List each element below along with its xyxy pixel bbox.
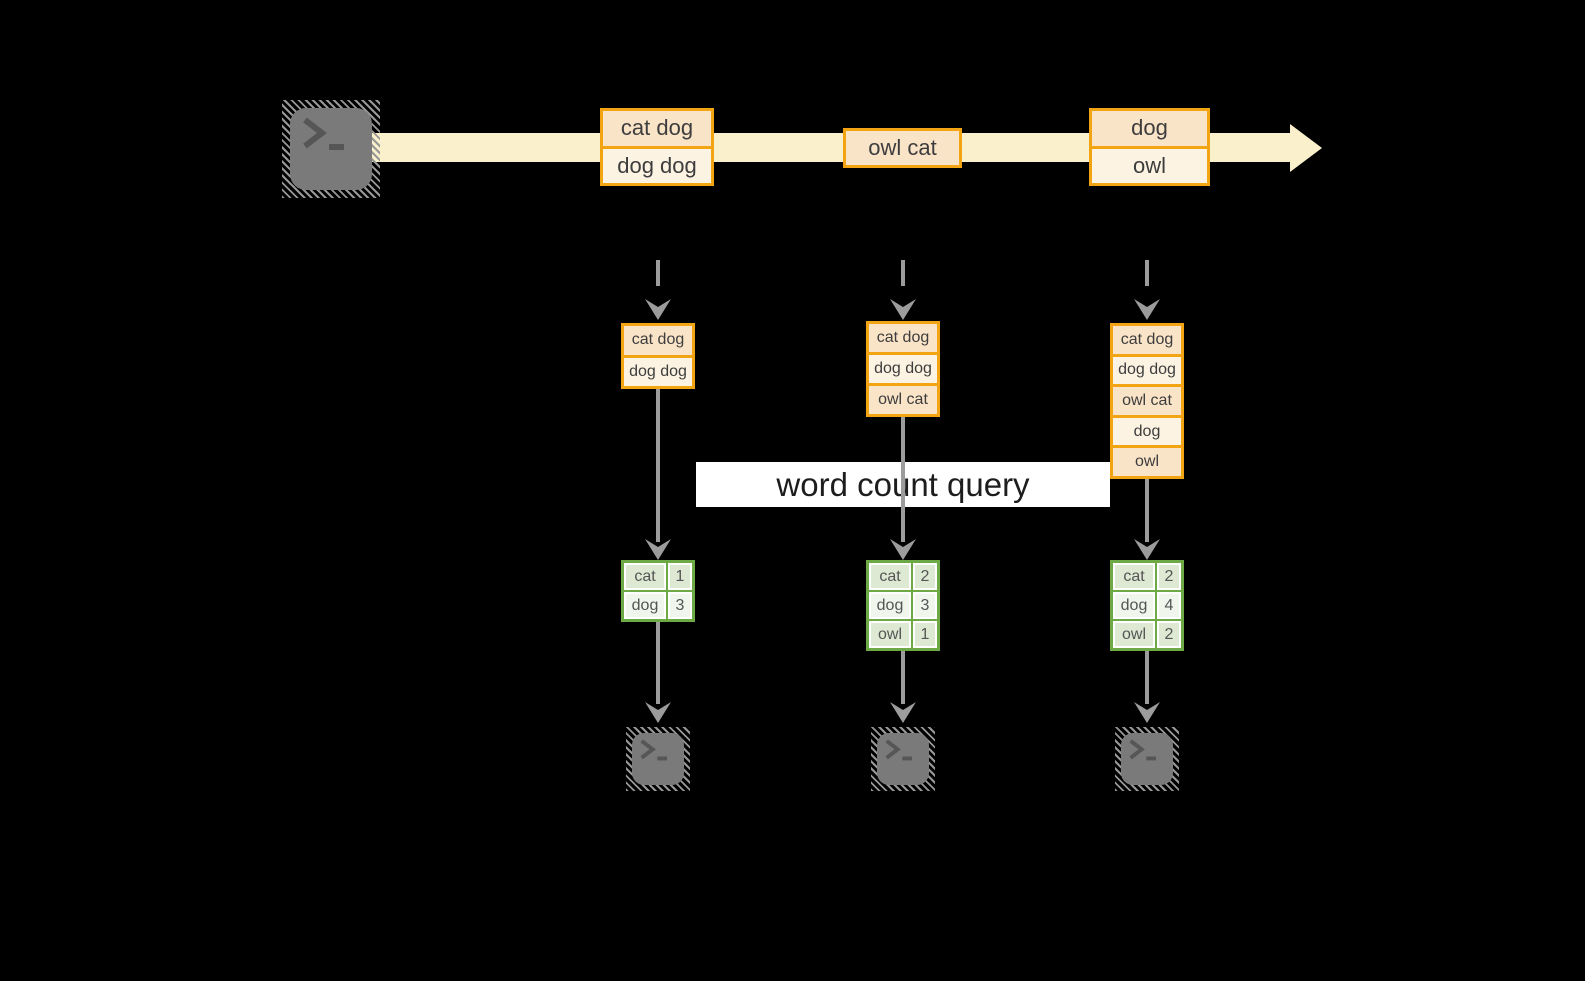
count-word-cell: owl [869, 621, 911, 648]
count-table: cat 1 dog 3 [621, 560, 695, 622]
buffer-line: owl cat [1113, 384, 1181, 415]
buffer-line: owl [1113, 445, 1181, 476]
count-word-cell: owl [1113, 621, 1155, 648]
flow-line [901, 417, 905, 542]
count-word-cell: cat [624, 563, 666, 590]
stream-event-box: owl cat [843, 128, 962, 168]
count-value-cell: 2 [1157, 621, 1181, 648]
stream-event-box: cat dog dog dog [600, 108, 714, 186]
event-line: dog [1092, 111, 1207, 146]
sink-terminal-icon [626, 727, 690, 791]
stream-event-box: dog owl [1089, 108, 1210, 186]
terminal-prompt-icon [303, 117, 344, 150]
arrowhead-icon [645, 299, 671, 320]
count-value-cell: 3 [913, 592, 937, 619]
count-word-cell: dog [624, 592, 666, 619]
count-word-cell: dog [869, 592, 911, 619]
buffer-line: dog [1113, 414, 1181, 446]
buffer-stack: cat dog dog dog owl cat dog owl [1110, 323, 1184, 479]
count-table: cat 2 dog 4 owl 2 [1110, 560, 1184, 651]
buffer-line: cat dog [869, 324, 937, 352]
event-flow-dash [901, 260, 905, 286]
count-word-cell: cat [869, 563, 911, 590]
arrowhead-icon [645, 702, 671, 723]
count-word-cell: dog [1113, 592, 1155, 619]
event-line: owl [1092, 145, 1207, 183]
flow-line [1145, 651, 1149, 704]
event-line: cat dog [603, 111, 711, 146]
terminal-prompt-icon [640, 739, 667, 761]
buffer-line: dog dog [624, 354, 692, 386]
buffer-line: cat dog [1113, 326, 1181, 354]
buffer-stack: cat dog dog dog owl cat [866, 321, 940, 417]
terminal-prompt-icon [885, 739, 912, 761]
stream-timeline-arrowhead-icon [1290, 124, 1322, 172]
sink-terminal-icon [1115, 727, 1179, 791]
count-value-cell: 2 [1157, 563, 1181, 590]
arrowhead-icon [645, 539, 671, 560]
sink-terminal-icon [871, 727, 935, 791]
arrowhead-icon [1134, 702, 1160, 723]
event-line: owl cat [846, 131, 959, 165]
flow-line [656, 389, 660, 542]
count-value-cell: 3 [668, 592, 692, 619]
arrowhead-icon [890, 702, 916, 723]
buffer-line: owl cat [869, 383, 937, 414]
arrowhead-icon [1134, 539, 1160, 560]
event-flow-dash [656, 260, 660, 286]
buffer-stack: cat dog dog dog [621, 323, 695, 389]
buffer-line: dog dog [1113, 353, 1181, 385]
arrowhead-icon [1134, 299, 1160, 320]
event-flow-dash [1145, 260, 1149, 286]
arrowhead-icon [890, 539, 916, 560]
flow-line [901, 651, 905, 704]
count-value-cell: 1 [913, 621, 937, 648]
source-terminal-icon [282, 100, 380, 198]
count-value-cell: 4 [1157, 592, 1181, 619]
event-line: dog dog [603, 145, 711, 183]
arrowhead-icon [890, 299, 916, 320]
buffer-line: cat dog [624, 326, 692, 355]
count-word-cell: cat [1113, 563, 1155, 590]
terminal-prompt-icon [1129, 739, 1156, 761]
buffer-line: dog dog [869, 352, 937, 383]
flow-line [1145, 479, 1149, 542]
count-value-cell: 1 [668, 563, 692, 590]
count-value-cell: 2 [913, 563, 937, 590]
flow-line [656, 622, 660, 704]
count-table: cat 2 dog 3 owl 1 [866, 560, 940, 651]
